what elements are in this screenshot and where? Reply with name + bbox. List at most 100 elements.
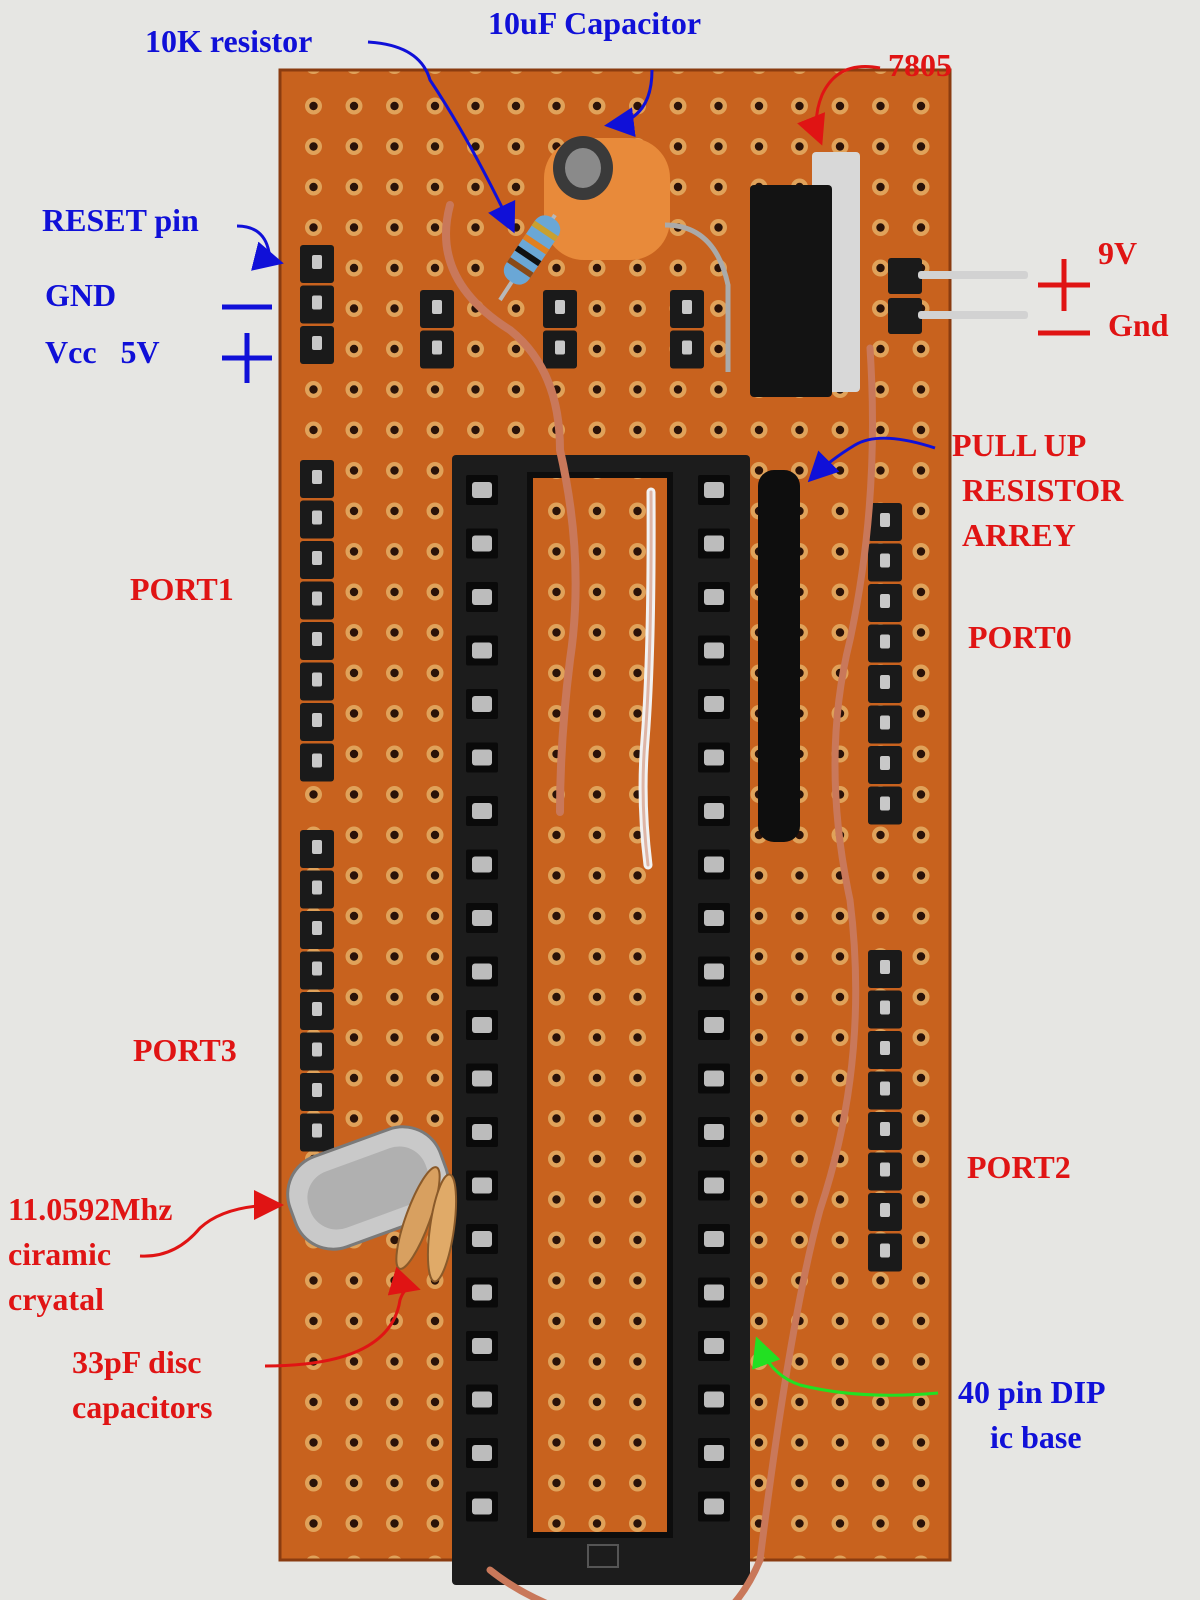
header-pin	[420, 290, 454, 328]
header-pin	[868, 1233, 902, 1272]
socket-contact	[466, 1384, 498, 1415]
header-pin	[300, 830, 334, 868]
label-9v: 9V	[1098, 235, 1138, 271]
socket-contact	[698, 1277, 730, 1308]
header-pin	[868, 584, 902, 622]
header-pin	[670, 290, 704, 328]
label-dip-line1: 40 pin DIP	[958, 1374, 1106, 1410]
polarity-marks	[222, 259, 1090, 383]
socket-pins-right	[698, 475, 730, 1522]
socket-contact	[466, 742, 498, 773]
socket-contact	[466, 796, 498, 826]
label-gnd-input: Gnd	[1108, 307, 1169, 343]
socket-contact	[466, 1170, 498, 1201]
power-input-header	[888, 258, 1028, 334]
label-crystal-line2: ciramic	[8, 1236, 112, 1272]
socket-contact	[698, 1010, 730, 1040]
header-pin	[300, 460, 334, 498]
label-pullup-line3: ARREY	[962, 517, 1076, 553]
header-pin	[670, 330, 704, 369]
socket-contact	[698, 1384, 730, 1415]
header-pin	[868, 950, 902, 988]
socket-contact	[466, 1010, 498, 1040]
header-pin	[868, 786, 902, 825]
socket-contact	[698, 1438, 730, 1468]
socket-contact	[698, 1331, 730, 1361]
label-crystal-line3: cryatal	[8, 1281, 104, 1317]
header-pin	[300, 1113, 334, 1152]
header-pin	[300, 622, 334, 660]
header-pin	[868, 746, 902, 784]
label-10k-resistor: 10K resistor	[145, 23, 313, 59]
socket-contact	[698, 903, 730, 933]
socket-contact	[466, 1331, 498, 1361]
header-pin	[300, 992, 334, 1030]
socket-pins-left	[466, 475, 498, 1522]
header-pin	[868, 1112, 902, 1150]
header-pin	[300, 541, 334, 579]
label-10uf-capacitor: 10uF Capacitor	[488, 5, 702, 41]
header-pin	[868, 503, 902, 541]
label-disc-line1: 33pF disc	[72, 1344, 202, 1380]
header-pin	[300, 245, 334, 283]
label-disc-line2: capacitors	[72, 1389, 213, 1425]
socket-contact	[698, 796, 730, 826]
header-pin	[543, 330, 577, 369]
header-port3	[300, 830, 334, 1152]
header-pin	[300, 870, 334, 909]
socket-contact	[466, 1491, 498, 1522]
header-pin	[868, 543, 902, 582]
electrolytic-capacitor	[544, 136, 731, 372]
pullup-resistor-array	[758, 470, 800, 842]
socket-contact	[466, 1224, 498, 1254]
label-pullup-line2: RESISTOR	[962, 472, 1124, 508]
socket-contact	[466, 1063, 498, 1094]
header-port2	[868, 950, 902, 1272]
socket-contact	[466, 475, 498, 505]
socket-contact	[698, 635, 730, 666]
label-gnd: GND	[45, 277, 117, 313]
header-pin	[868, 990, 902, 1029]
socket-contact	[698, 742, 730, 773]
socket-contact	[698, 1063, 730, 1094]
label-port3: PORT3	[133, 1032, 237, 1068]
socket-contact	[698, 849, 730, 880]
header-jumper-3	[670, 290, 704, 369]
header-pin	[300, 703, 334, 741]
socket-contact	[698, 528, 730, 559]
socket-contact	[698, 689, 730, 719]
header-port0	[868, 503, 902, 825]
header-pin	[300, 743, 334, 782]
header-pin	[300, 285, 334, 324]
annotation-arrows	[139, 40, 939, 1397]
header-pin	[868, 1071, 902, 1110]
label-reset-pin: RESET pin	[42, 202, 199, 238]
socket-contact	[466, 903, 498, 933]
header-pin	[868, 665, 902, 703]
header-pin	[868, 705, 902, 744]
label-vcc-5v: Vcc 5V	[45, 334, 160, 370]
header-pin	[868, 1031, 902, 1069]
header-pin	[300, 1073, 334, 1111]
dip-socket	[452, 455, 750, 1585]
header-jumper-1	[420, 290, 454, 369]
socket-contact	[466, 1117, 498, 1147]
voltage-regulator	[750, 152, 860, 397]
resistor-10k	[498, 213, 561, 302]
header-pin	[300, 1032, 334, 1071]
header-pin	[420, 330, 454, 369]
socket-contact	[698, 582, 730, 612]
label-pullup-line1: PULL UP	[952, 427, 1087, 463]
socket-contact	[466, 1277, 498, 1308]
header-pin	[300, 326, 334, 364]
socket-contact	[466, 956, 498, 987]
header-pin	[300, 662, 334, 701]
socket-contact	[466, 528, 498, 559]
socket-contact	[466, 635, 498, 666]
label-crystal-line1: 11.0592Mhz	[8, 1191, 173, 1227]
socket-contact	[698, 956, 730, 987]
label-port2: PORT2	[967, 1149, 1071, 1185]
header-reset-gnd-vcc	[300, 245, 334, 364]
header-pin	[868, 1193, 902, 1231]
